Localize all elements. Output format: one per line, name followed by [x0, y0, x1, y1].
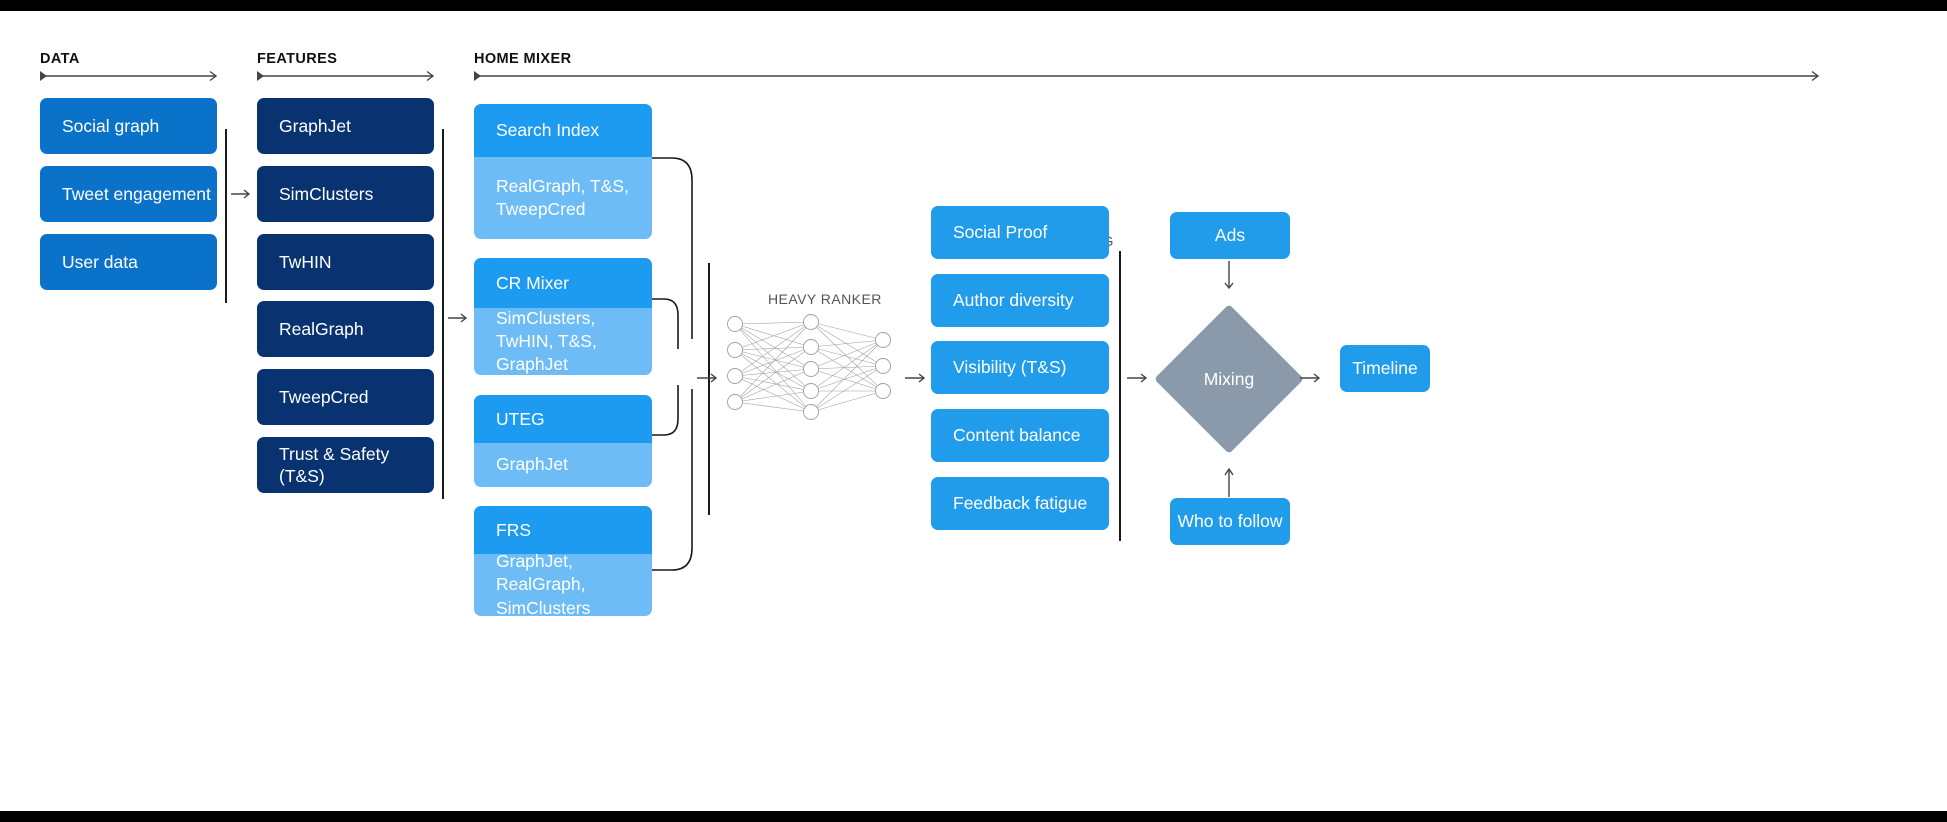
divider-candidates-ranker — [708, 263, 710, 515]
arrow-who-to-follow-to-mixing — [1224, 467, 1234, 497]
bottom-letterbox-bar — [0, 811, 1947, 822]
candidate-source-features: GraphJet — [474, 443, 652, 487]
candidate-source-features: RealGraph, T&S, TweepCred — [474, 157, 652, 239]
heuristic-box-author-diversity[interactable]: Author diversity — [931, 274, 1109, 327]
candidate-source-name: Search Index — [474, 104, 652, 157]
bracket-outer-candidates — [652, 157, 693, 571]
output-box-who-to-follow[interactable]: Who to follow — [1170, 498, 1290, 545]
divider-features-candidates — [442, 129, 444, 499]
section-rule-data — [40, 70, 218, 82]
output-box-ads[interactable]: Ads — [1170, 212, 1290, 259]
data-box-social-graph[interactable]: Social graph — [40, 98, 217, 154]
data-box-user-data[interactable]: User data — [40, 234, 217, 290]
arrow-data-to-features — [231, 189, 251, 199]
arrow-ranker-to-heuristics — [905, 373, 926, 383]
arrow-mixing-to-timeline — [1300, 373, 1321, 383]
candidate-source-card-search-index[interactable]: Search Index RealGraph, T&S, TweepCred — [474, 104, 652, 239]
heavy-ranker-network — [727, 314, 891, 420]
bracket-inner-candidates — [652, 298, 679, 436]
arrow-heuristics-to-mixing — [1127, 373, 1148, 383]
section-rule-home-mixer — [474, 70, 1820, 82]
feature-box-twhin[interactable]: TwHIN — [257, 234, 434, 290]
feature-box-graphjet[interactable]: GraphJet — [257, 98, 434, 154]
feature-box-realgraph[interactable]: RealGraph — [257, 301, 434, 357]
section-rule-features — [257, 70, 435, 82]
data-box-tweet-engagement[interactable]: Tweet engagement — [40, 166, 217, 222]
heavy-ranker-label: HEAVY RANKER — [768, 291, 882, 307]
candidate-source-name: CR Mixer — [474, 258, 652, 308]
output-box-timeline[interactable]: Timeline — [1340, 345, 1430, 392]
section-heading-home-mixer: HOME MIXER — [474, 51, 572, 67]
arrow-features-to-candidates — [448, 313, 468, 323]
diagram-canvas: DATA FEATURES HOME MIXER CANDIDATE SOURC… — [0, 11, 1947, 811]
candidate-source-card-cr-mixer[interactable]: CR Mixer SimClusters, TwHIN, T&S, GraphJ… — [474, 258, 652, 375]
heuristic-box-visibility[interactable]: Visibility (T&S) — [931, 341, 1109, 394]
heuristic-box-feedback-fatigue[interactable]: Feedback fatigue — [931, 477, 1109, 530]
heuristic-box-social-proof[interactable]: Social Proof — [931, 206, 1109, 259]
top-letterbox-bar — [0, 0, 1947, 11]
arrow-candidates-to-ranker — [697, 373, 718, 383]
candidate-source-features: GraphJet, RealGraph, SimClusters — [474, 551, 652, 616]
candidate-source-features: SimClusters, TwHIN, T&S, GraphJet — [474, 308, 652, 375]
arrow-ads-to-mixing — [1224, 261, 1234, 290]
feature-box-trust-safety[interactable]: Trust & Safety (T&S) — [257, 437, 434, 493]
heuristic-box-content-balance[interactable]: Content balance — [931, 409, 1109, 462]
candidate-source-name: FRS — [474, 506, 652, 554]
divider-data-features — [225, 129, 227, 303]
feature-box-tweepcred[interactable]: TweepCred — [257, 369, 434, 425]
section-heading-data: DATA — [40, 51, 80, 67]
divider-heuristics-output — [1119, 251, 1121, 541]
mixing-diamond[interactable] — [1154, 304, 1304, 454]
candidate-source-card-frs[interactable]: FRS GraphJet, RealGraph, SimClusters — [474, 506, 652, 616]
section-heading-features: FEATURES — [257, 51, 338, 67]
feature-box-simclusters[interactable]: SimClusters — [257, 166, 434, 222]
candidate-source-card-uteg[interactable]: UTEG GraphJet — [474, 395, 652, 487]
candidate-source-name: UTEG — [474, 395, 652, 443]
